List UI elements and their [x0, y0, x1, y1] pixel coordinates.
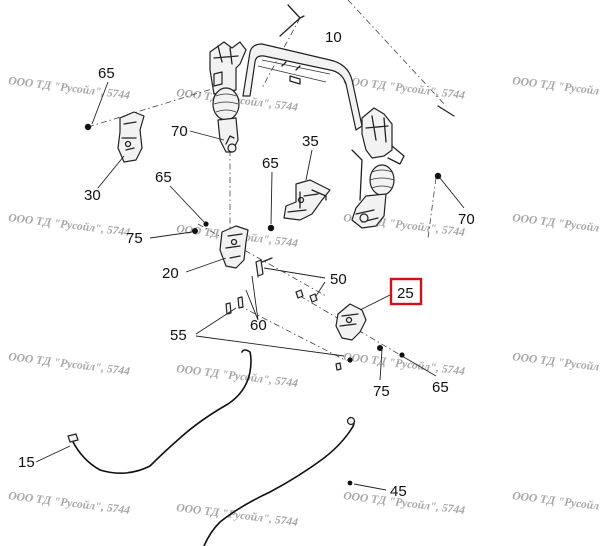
watermark-text: ООО ТД "Русойл", 5744: [176, 362, 299, 390]
leader-lines: [35, 81, 465, 491]
watermark-text: ООО ТД "Русойл", 5744: [176, 501, 299, 529]
part-30-mount-plate: [117, 111, 145, 163]
hardware-fasteners: [84, 17, 455, 486]
callout-70: 70: [171, 123, 188, 140]
part-10-hoop-frame: [242, 4, 363, 131]
watermark-text: ООО ТД "Русойл", 5744: [8, 350, 131, 378]
callout-75: 75: [126, 230, 143, 247]
right-retractor-assembly: [351, 107, 405, 229]
callout-65: 65: [262, 155, 279, 172]
callout-25: 25: [397, 285, 414, 302]
callout-60: 60: [250, 317, 267, 334]
watermark-text: ООО ТД "Русойл", 5744: [512, 350, 600, 378]
left-retractor-assembly: [209, 41, 247, 153]
watermark-text: ООО ТД "Русойл", 5744: [8, 489, 131, 517]
watermark-text: ООО ТД "Русойл", 5744: [8, 211, 131, 239]
callout-35: 35: [302, 133, 319, 150]
callout-45: 45: [390, 483, 407, 500]
callout-65: 65: [155, 169, 172, 186]
callout-65: 65: [432, 379, 449, 396]
callout-65: 65: [98, 65, 115, 82]
callout-75: 75: [373, 383, 390, 400]
part-20-bracket: [219, 225, 249, 269]
callout-20: 20: [162, 265, 179, 282]
part-25-bracket: [335, 303, 367, 341]
callout-30: 30: [84, 187, 101, 204]
callout-10: 10: [325, 29, 342, 46]
callout-50: 50: [330, 271, 347, 288]
callout-55: 55: [170, 327, 187, 344]
highlight-box-25: [389, 277, 423, 306]
wiring-harnesses: [67, 349, 356, 546]
callout-70: 70: [458, 211, 475, 228]
watermark-text: ООО ТД "Русойл", 5744: [343, 74, 466, 102]
watermark-text: ООО ТД "Русойл", 5744: [512, 489, 600, 517]
part-35-bracket: [283, 179, 331, 221]
watermark-text: ООО ТД "Русойл", 5744: [512, 74, 600, 102]
callout-labels: 10 65 70 65 35 30 65 70 75 20 50 25 55 6…: [18, 29, 475, 500]
watermark-text: ООО ТД "Русойл", 5744: [512, 211, 600, 239]
callout-15: 15: [18, 454, 35, 471]
